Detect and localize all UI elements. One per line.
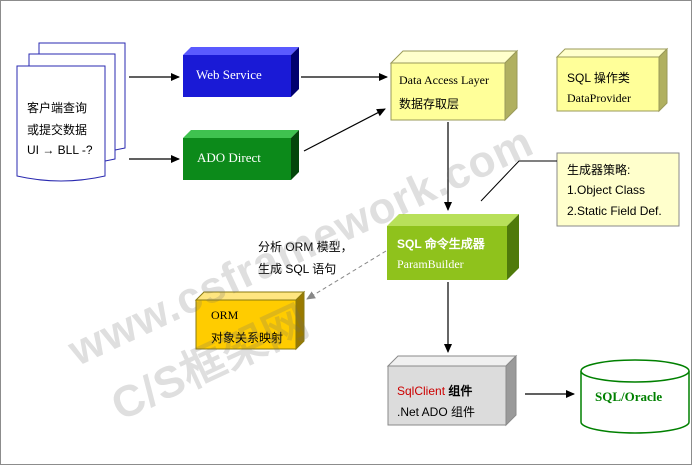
- sql-generator-box: [387, 214, 519, 280]
- arrow-ado-to-dal: [303, 108, 386, 152]
- orm-box: [194, 290, 306, 351]
- web-service-label: Web Service: [196, 67, 262, 82]
- strategy-title: 生成器策略:: [567, 163, 631, 177]
- dal-label-line2: 数据存取层: [399, 97, 460, 111]
- dal-label-line1: Data Access Layer: [399, 73, 489, 87]
- web-service-box: [183, 47, 299, 97]
- ado-direct-box: [183, 130, 299, 180]
- database-label: SQL/Oracle: [595, 389, 663, 404]
- strategy-note-box: [480, 152, 680, 227]
- sql-generator-label-line1: SQL 命令生成器: [397, 237, 485, 251]
- ado-direct-label: ADO Direct: [197, 150, 261, 165]
- client-document-stack: [16, 42, 126, 182]
- client-label-line1: 客户端查询: [27, 101, 88, 115]
- orm-label-line2: 对象关系映射: [211, 331, 284, 345]
- sqlclient-name: SqlClient: [397, 384, 446, 398]
- client-label-line3: UI → BLL -?: [27, 143, 93, 157]
- arrow-generator-to-orm: [306, 250, 387, 300]
- orm-label-line1: ORM: [211, 308, 239, 322]
- sql-class-label-line1: SQL 操作类: [567, 71, 630, 85]
- database-cylinder: [580, 359, 690, 434]
- sqlclient-label-line2: .Net ADO 组件: [397, 405, 476, 419]
- sqlclient-box: [386, 354, 518, 427]
- sql-class-box: [555, 47, 669, 113]
- sql-generator-label-line2: ParamBuilder: [397, 257, 464, 271]
- sqlclient-component-word: 组件: [445, 384, 473, 398]
- client-label-line2: 或提交数据: [27, 123, 88, 137]
- dal-box: [389, 49, 519, 122]
- sql-class-label-line2: DataProvider: [567, 91, 631, 105]
- sqlclient-label-line1: SqlClient 组件: [397, 382, 472, 399]
- strategy-item-2: 2.Static Field Def.: [567, 204, 662, 218]
- orm-note-line2: 生成 SQL 语句: [258, 262, 337, 276]
- strategy-item-1: 1.Object Class: [567, 183, 646, 197]
- orm-note-line1: 分析 ORM 模型，: [258, 240, 353, 254]
